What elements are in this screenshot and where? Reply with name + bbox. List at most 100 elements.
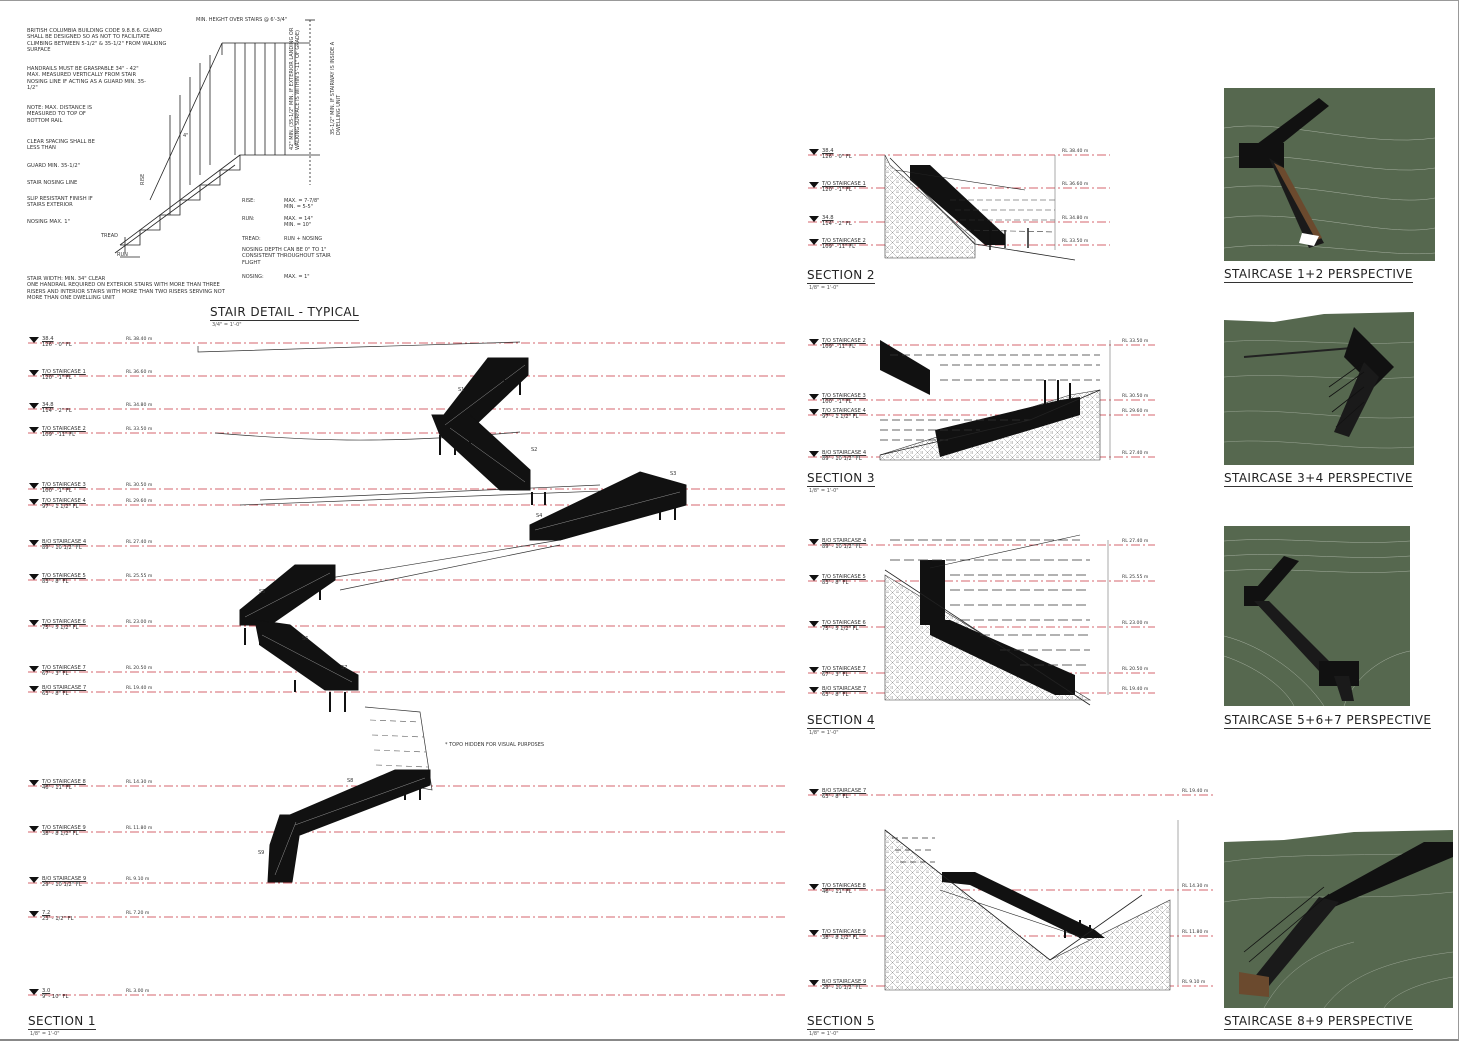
level-triangle-icon (809, 409, 819, 415)
detail-tread-label: TREAD (101, 233, 118, 239)
level-triangle-icon (29, 826, 39, 832)
level-elevation: 38' - 8 1/2" FL (822, 935, 859, 941)
level-elevation: 89' - 10 1/2" FL (822, 544, 862, 550)
detail-4in-dim: 4" (183, 133, 189, 139)
level-name: T/O STAIRCASE 4 (822, 408, 866, 414)
reduced-level-label: RL 34.80 m (126, 403, 153, 408)
level-name: B/O STAIRCASE 7 (822, 788, 867, 794)
stair-tag-s1: S1 (458, 387, 465, 393)
section-1-scale: 1/8" = 1'-0" (30, 1031, 60, 1037)
stair-tag-s4: S4 (536, 513, 543, 519)
detail-note-2: HANDRAILS MUST BE GRASPABLE 34" - 42" MA… (27, 66, 147, 92)
reduced-level-label: RL 30.50 m (126, 483, 153, 488)
perspective-4-title: STAIRCASE 8+9 PERSPECTIVE (1224, 1014, 1413, 1030)
level-elevation: 63' - 8" FL (822, 692, 849, 698)
section-3-scale: 1/8" = 1'-0" (809, 488, 839, 494)
level-triangle-icon (29, 403, 39, 409)
detail-note-6: STAIR NOSING LINE (27, 180, 78, 186)
reduced-level-label: RL 29.60 m (1122, 409, 1149, 414)
level-triangle-icon (29, 780, 39, 786)
spec-run-value: MAX. = 14" MIN. = 10" (284, 216, 313, 228)
level-name: T/O STAIRCASE 7 (822, 666, 866, 672)
stair-tag-s3: S3 (670, 471, 677, 477)
reduced-level-label: RL 36.60 m (1062, 182, 1089, 187)
level-triangle-icon (29, 620, 39, 626)
level-elevation: 114' - 2" FL (42, 408, 72, 414)
level-name: T/O STAIRCASE 6 (822, 620, 866, 626)
level-name: T/O STAIRCASE 1 (822, 181, 866, 187)
section-1-hidden-topo (369, 719, 429, 768)
section-1-title: SECTION 1 (28, 1014, 96, 1030)
level-triangle-icon (29, 911, 39, 917)
reduced-level-label: RL 11.80 m (1182, 930, 1209, 935)
reduced-level-label: RL 38.40 m (126, 337, 153, 342)
level-triangle-icon (809, 575, 819, 581)
spec-tread-label: TREAD: (242, 236, 261, 242)
stair-tag-s7: S7 (341, 665, 348, 671)
level-triangle-icon (29, 540, 39, 546)
level-triangle-icon (809, 394, 819, 400)
section-2-scale: 1/8" = 1'-0" (809, 285, 839, 291)
detail-note-3: NOTE: MAX. DISTANCE IS MEASURED TO TOP O… (27, 105, 93, 124)
perspective-4-image (1224, 822, 1453, 1008)
reduced-level-label: RL 23.00 m (126, 620, 153, 625)
reduced-level-label: RL 38.40 m (1062, 149, 1089, 154)
level-elevation: 126' - 0" FL (822, 154, 852, 160)
spec-rise-value: MAX. = 7-7/8" MIN. = 5-5" (284, 198, 320, 210)
level-triangle-icon (29, 499, 39, 505)
level-name: T/O STAIRCASE 5 (822, 574, 866, 580)
level-elevation: 97' - 1 1/2" FL (42, 504, 79, 510)
level-triangle-icon (809, 539, 819, 545)
level-name: B/O STAIRCASE 7 (822, 686, 867, 692)
reduced-level-label: RL 33.50 m (126, 427, 153, 432)
section-1-stairs (239, 357, 687, 883)
level-triangle-icon (29, 370, 39, 376)
level-name: B/O STAIRCASE 4 (822, 538, 867, 544)
topo-hidden-note: * TOPO HIDDEN FOR VISUAL PURPOSES (445, 742, 545, 748)
level-triangle-icon (809, 182, 819, 188)
level-triangle-icon (29, 427, 39, 433)
level-name: T/O STAIRCASE 3 (822, 393, 866, 399)
stair-width-note: STAIR WIDTH: MIN. 34" CLEAR ONE HANDRAIL… (27, 276, 225, 302)
level-elevation: 120' - 1" FL (822, 187, 852, 193)
level-name: T/O STAIRCASE 9 (42, 825, 86, 831)
level-elevation: 9' - 10" FL (42, 994, 69, 1000)
level-triangle-icon (809, 687, 819, 693)
reduced-level-label: RL 27.40 m (126, 540, 153, 545)
perspective-2-title: STAIRCASE 3+4 PERSPECTIVE (1224, 471, 1413, 487)
reduced-level-label: RL 3.00 m (126, 989, 150, 994)
level-triangle-icon (809, 149, 819, 155)
perspective-1-image (1224, 88, 1435, 261)
level-name: B/O STAIRCASE 9 (42, 876, 87, 882)
level-triangle-icon (809, 980, 819, 986)
level-elevation: 100' - 1" FL (42, 488, 72, 494)
perspective-1-title: STAIRCASE 1+2 PERSPECTIVE (1224, 267, 1413, 283)
level-name: T/O STAIRCASE 2 (822, 238, 866, 244)
reduced-level-label: RL 23.00 m (1122, 621, 1149, 626)
level-elevation: 67' - 3" FL (42, 671, 69, 677)
section-4-scale: 1/8" = 1'-0" (809, 730, 839, 736)
reduced-level-label: RL 27.40 m (1122, 539, 1149, 544)
level-triangle-icon (29, 483, 39, 489)
stair-tag-s6: S6 (302, 636, 309, 642)
level-name: T/O STAIRCASE 4 (42, 498, 86, 504)
reduced-level-label: RL 34.80 m (1062, 216, 1089, 221)
section-4-drawing (884, 534, 1109, 706)
